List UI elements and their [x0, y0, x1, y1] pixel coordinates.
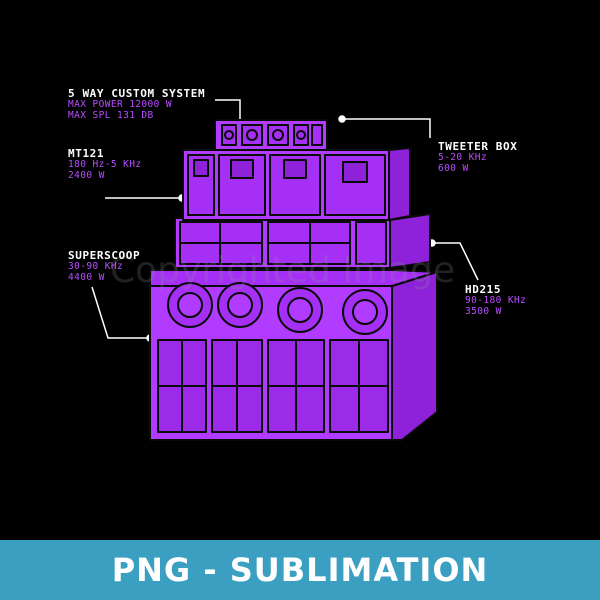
label-superscoop-line-2: 4400 W	[68, 272, 105, 283]
label-hd215-line-2: 3500 W	[465, 306, 502, 317]
label-superscoop: SUPERSCOOP 30-90 KHz 4400 W	[68, 250, 140, 283]
label-mt121: MT121 180 Hz-5 KHz 2400 W	[68, 148, 141, 181]
banner-text: PNG - SUBLIMATION	[111, 551, 489, 589]
label-tweeter-line-2: 600 W	[438, 163, 469, 174]
sub-port-dividers	[158, 340, 388, 432]
callout-dot-tweeter	[338, 115, 346, 123]
mt121-drivers	[193, 159, 368, 183]
label-mt121-title: MT121	[68, 147, 105, 160]
callout-line-superscoop	[91, 286, 148, 339]
mt121-horns	[187, 154, 386, 216]
label-mt121-line-1: 180 Hz-5 KHz	[68, 159, 142, 170]
sub-top-edge	[149, 269, 438, 287]
hd215-horn-lines	[180, 222, 350, 264]
illustration-stage: Copyrighted Image 5 WAY CUSTOM SYSTEM MA…	[68, 88, 526, 441]
label-superscoop-title: SUPERSCOOP	[68, 249, 141, 262]
sub-side-panel	[391, 271, 438, 441]
sublimation-banner: PNG - SUBLIMATION	[0, 540, 600, 600]
sub-woofer-row	[167, 282, 388, 335]
label-system-line-2: MAX SPL 131 DB	[68, 110, 154, 121]
label-tweeter-line-1: 5-20 KHz	[438, 152, 487, 163]
callout-line-hd215	[433, 242, 479, 281]
callout-line-system	[215, 99, 241, 122]
callout-line-tweeter	[343, 118, 431, 138]
label-mt121-line-2: 2400 W	[68, 170, 105, 181]
label-hd215-title: HD215	[465, 283, 502, 296]
label-system-line-1: MAX POWER 12000 W	[68, 99, 173, 110]
label-hd215: HD215 90-180 KHz 3500 W	[465, 284, 526, 317]
tweeter-drivers	[221, 124, 323, 146]
mt121-side-panel	[388, 147, 411, 221]
speaker-stack	[149, 119, 438, 441]
label-system: 5 WAY CUSTOM SYSTEM MAX POWER 12000 W MA…	[68, 88, 205, 121]
label-hd215-line-1: 90-180 KHz	[465, 295, 527, 306]
hd215-side-panel	[389, 213, 431, 269]
label-tweeter: TWEETER BOX 5-20 KHz 600 W	[438, 141, 517, 174]
label-system-title: 5 WAY CUSTOM SYSTEM	[68, 87, 206, 100]
label-superscoop-line-1: 30-90 KHz	[68, 261, 124, 272]
speaker-stack-illustration	[91, 99, 479, 441]
label-tweeter-title: TWEETER BOX	[438, 140, 518, 153]
